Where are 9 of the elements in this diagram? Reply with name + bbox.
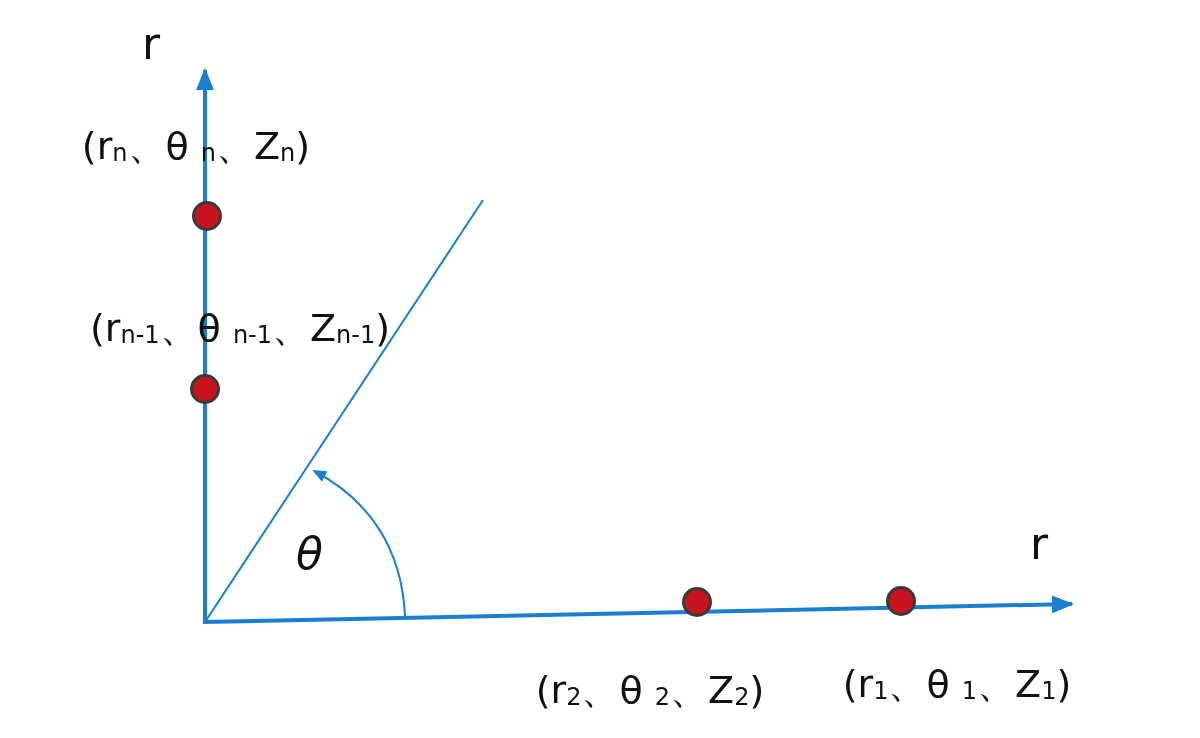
- point-label: (r$_{2}$、θ $_{2}$、Z$_{2}$): [535, 671, 765, 709]
- data-point: [192, 201, 222, 231]
- data-point: [886, 586, 916, 616]
- point-label: (r$_{1}$、θ $_{1}$、Z$_{1}$): [842, 665, 1072, 703]
- angle-label: θ: [296, 532, 323, 576]
- data-point: [682, 587, 712, 617]
- data-point: [190, 374, 220, 404]
- axis-label: r: [142, 22, 161, 66]
- axis-label: r: [1030, 522, 1049, 566]
